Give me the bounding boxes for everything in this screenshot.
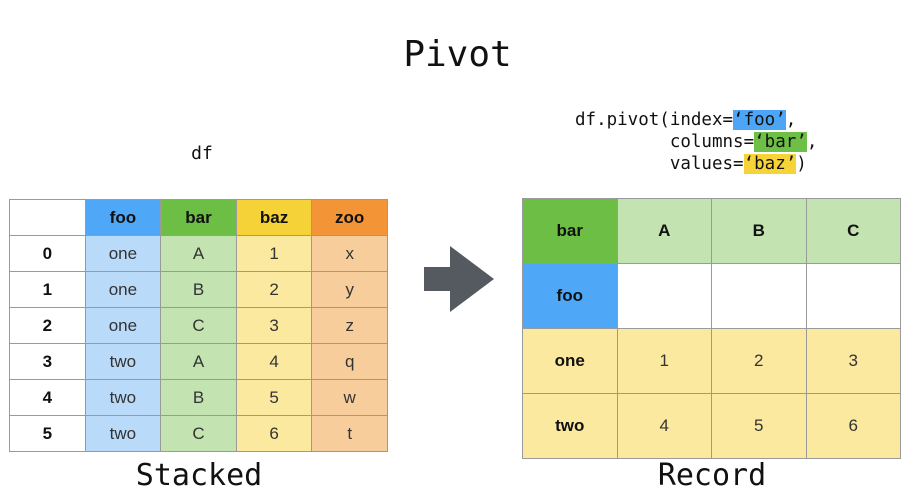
cell-foo: one [84,307,162,344]
record-value-cell: 5 [711,393,807,459]
cell-zoo: z [311,307,388,344]
cell-foo: two [84,343,162,380]
record-columns-row: bar A B C [522,198,901,264]
stacked-header-row: foo bar baz zoo [9,199,388,236]
stacked-corner-cell [9,199,86,236]
cell-bar: A [160,343,237,380]
stacked-table: foo bar baz zoo 0 one A 1 x 1 one B 2 y … [9,199,388,452]
cell-bar: C [160,307,237,344]
row-index: 3 [9,343,86,380]
row-index: 5 [9,415,86,452]
record-value-cell: 4 [616,393,712,459]
record-value-cell: 2 [711,328,807,394]
table-row: 4 two B 5 w [9,379,388,416]
record-column-header: A [616,198,712,264]
code-index-arg: ‘foo’ [733,110,786,130]
table-row: 3 two A 4 q [9,343,388,380]
table-row: 5 two C 6 t [9,415,388,452]
row-index: 4 [9,379,86,416]
cell-foo: two [84,379,162,416]
cell-baz: 6 [235,415,313,452]
cell-zoo: q [311,343,388,380]
df-label: df [191,143,213,164]
record-caption: Record [657,458,767,493]
code-line1-prefix: df.pivot(index= [575,110,734,130]
table-row: 2 one C 3 z [9,307,388,344]
stacked-caption: Stacked [135,458,263,493]
cell-foo: one [84,235,162,272]
stacked-header-baz: baz [235,199,313,236]
cell-bar: A [160,235,237,272]
record-column-header: C [805,198,901,264]
record-value-cell: 1 [616,328,712,394]
cell-baz: 5 [235,379,313,416]
empty-cell [805,263,901,329]
empty-cell [711,263,807,329]
record-columns-label: bar [522,198,618,264]
record-table: bar A B C foo one 1 2 3 two 4 5 6 [522,198,901,459]
cell-zoo: w [311,379,388,416]
table-row: one 1 2 3 [522,328,901,394]
empty-cell [616,263,712,329]
table-row: 0 one A 1 x [9,235,388,272]
stacked-header-foo: foo [84,199,162,236]
code-line2-suffix: , [806,132,818,152]
cell-baz: 2 [235,271,313,308]
cell-bar: B [160,271,237,308]
cell-foo: two [84,415,162,452]
pivot-code: df.pivot(index=‘foo’, columns=‘bar’, val… [575,109,817,175]
right-arrow-icon [424,246,494,312]
cell-baz: 1 [235,235,313,272]
cell-zoo: t [311,415,388,452]
record-column-header: B [711,198,807,264]
cell-zoo: y [311,271,388,308]
cell-bar: C [160,415,237,452]
table-row: 1 one B 2 y [9,271,388,308]
code-values-arg: ‘baz’ [743,154,797,174]
record-index-label: foo [522,263,618,329]
cell-foo: one [84,271,162,308]
stacked-header-zoo: zoo [311,199,388,236]
record-value-cell: 3 [805,328,901,394]
code-line2-prefix: columns= [669,132,755,152]
row-index: 2 [9,307,86,344]
cell-baz: 4 [235,343,313,380]
record-row-index: two [522,393,618,459]
diagram-title: Pivot [403,34,512,75]
cell-baz: 3 [235,307,313,344]
cell-bar: B [160,379,237,416]
record-row-index: one [522,328,618,394]
record-index-label-row: foo [522,263,901,329]
code-columns-arg: ‘bar’ [754,132,807,152]
cell-zoo: x [311,235,388,272]
row-index: 0 [9,235,86,272]
code-line3-suffix: ) [796,154,807,174]
code-line1-suffix: , [785,110,797,130]
record-value-cell: 6 [805,393,901,459]
table-row: two 4 5 6 [522,393,901,459]
code-line3-prefix: values= [669,154,744,174]
row-index: 1 [9,271,86,308]
stacked-header-bar: bar [160,199,237,236]
arrow-shape [424,246,494,312]
